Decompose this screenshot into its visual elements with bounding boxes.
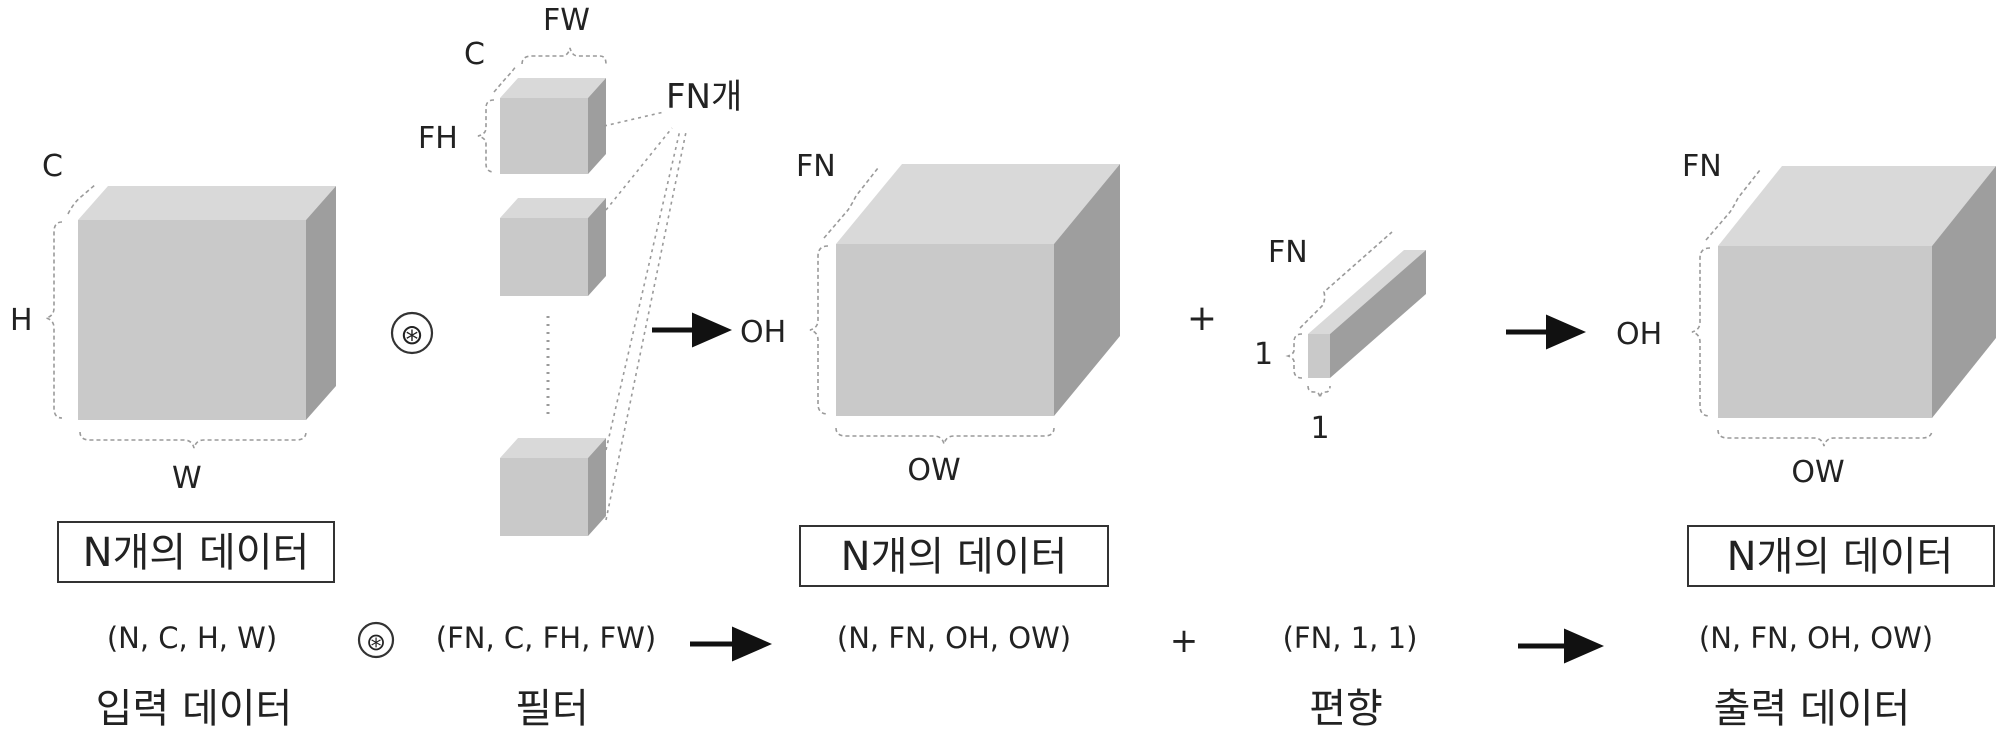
filter-shape: (FN, C, FH, FW) — [436, 621, 656, 655]
conv-output-cube — [836, 164, 1120, 416]
output-box-label: N개의 데이터 — [1727, 534, 1954, 580]
input-cube — [78, 186, 336, 420]
input-data-box — [57, 521, 335, 583]
output-fn-brace — [1705, 169, 1761, 241]
input-w-label: W — [172, 461, 202, 496]
output-shape: (N, FN, OH, OW) — [1699, 621, 1933, 655]
bias-fn-brace — [1299, 231, 1393, 329]
filter-cube-last — [500, 438, 606, 536]
filter-caption: 필터 — [515, 686, 589, 732]
input-c-label: C — [42, 149, 63, 184]
output-data-box — [1687, 525, 1995, 587]
bias-1-left-brace — [1285, 333, 1303, 379]
bias-block: FN 1 1 (FN, 1, 1) 편향 — [1254, 231, 1426, 732]
output-oh-label: OH — [1616, 317, 1662, 352]
conv-operator-top: ⊛ — [390, 311, 434, 355]
bias-fn-label: FN — [1268, 235, 1308, 270]
input-h-brace — [45, 221, 63, 419]
bias-bar — [1308, 250, 1426, 378]
conv-output-oh-brace — [809, 245, 829, 415]
conv-output-block: FN OH OW N개의 데이터 (N, FN, OH, OW) — [740, 149, 1120, 655]
plus-top: + — [1187, 298, 1217, 339]
input-c-brace — [67, 183, 97, 215]
input-shape: (N, C, H, W) — [107, 621, 277, 655]
bias-1-bottom-label: 1 — [1310, 411, 1329, 446]
input-h-label: H — [10, 303, 33, 338]
conv-output-fn-brace — [823, 167, 879, 239]
filter-fw-brace — [521, 47, 607, 65]
output-ow-brace — [1717, 429, 1933, 447]
conv-output-ow-label: OW — [907, 453, 960, 488]
conv-output-data-box — [799, 525, 1109, 587]
input-w-brace — [79, 431, 307, 449]
filter-fh-brace — [477, 99, 495, 173]
input-data-block: C H W N개의 데이터 (N, C, H, W) 입력 데이터 — [10, 149, 336, 732]
filter-count-label: FN개 — [666, 77, 742, 117]
output-fn-label: FN — [1682, 149, 1722, 184]
conv-output-shape: (N, FN, OH, OW) — [837, 621, 1071, 655]
bias-caption: 편향 — [1309, 686, 1383, 732]
filter-c-label: C — [464, 37, 485, 72]
conv-operator-bottom-symbol: ⊛ — [366, 628, 386, 656]
input-caption: 입력 데이터 — [96, 686, 293, 732]
filter-cube-1 — [500, 78, 606, 174]
conv-output-fn-label: FN — [796, 149, 836, 184]
conv-output-oh-label: OH — [740, 315, 786, 350]
output-caption: 출력 데이터 — [1714, 686, 1911, 732]
conv-operator-bottom: ⊛ — [357, 621, 395, 659]
filter-fw-label: FW — [543, 3, 590, 38]
output-cube — [1718, 166, 1996, 418]
output-ow-label: OW — [1791, 455, 1844, 490]
output-oh-brace — [1691, 247, 1711, 417]
filter-fh-label: FH — [418, 121, 458, 156]
filter-block: FW C FH FN개 (FN, C, FH, FW) 필터 — [418, 3, 742, 732]
filter-cube-2 — [500, 198, 606, 296]
conv-output-box-label: N개의 데이터 — [841, 534, 1068, 580]
plus-bottom: + — [1170, 621, 1199, 661]
input-box-label: N개의 데이터 — [83, 530, 310, 576]
conv-operator-top-symbol: ⊛ — [400, 318, 423, 351]
bias-1-left-label: 1 — [1254, 337, 1273, 372]
bias-shape: (FN, 1, 1) — [1283, 621, 1418, 655]
output-block: FN OH OW N개의 데이터 (N, FN, OH, OW) 출력 데이터 — [1616, 149, 1996, 732]
bias-1-bottom-brace — [1307, 385, 1331, 399]
conv-output-ow-brace — [835, 427, 1055, 445]
filter-count-leaders — [603, 111, 687, 521]
